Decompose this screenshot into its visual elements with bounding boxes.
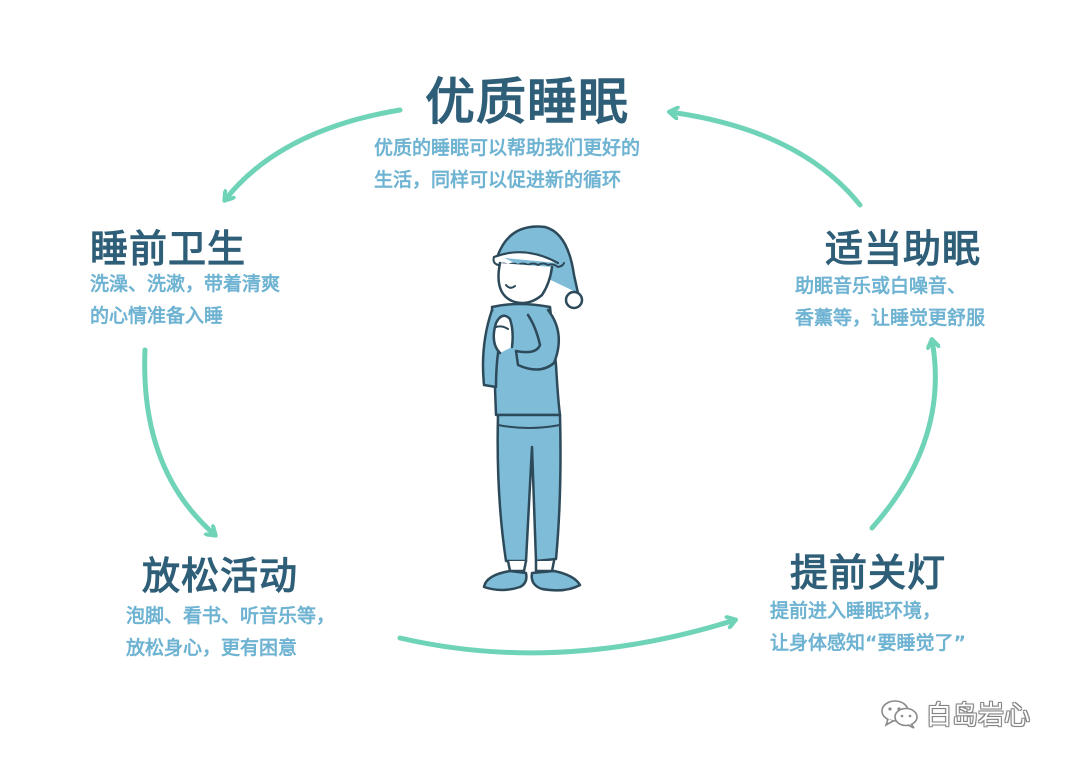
arrow-quality-to-hygiene xyxy=(225,107,403,200)
node-title-quality-sleep: 优质睡眠 xyxy=(425,72,629,131)
desc-line: 的心情准备入睡 xyxy=(90,305,224,327)
desc-line: 让身体感知“要睡觉了” xyxy=(770,632,966,654)
arrow-relax-to-lights xyxy=(397,620,735,656)
watermark: 白岛岩心 xyxy=(880,695,1030,732)
desc-line: 优质的睡眠可以帮助我们更好的 xyxy=(374,137,641,159)
node-title-relax-activities: 放松活动 xyxy=(142,553,299,598)
node-desc-sleep-hygiene: 洗澡、洗漱，带着清爽 的心情准备入睡 xyxy=(90,268,280,332)
node-title-sleep-aids: 适当助眠 xyxy=(825,226,982,271)
wechat-icon xyxy=(881,699,918,729)
desc-line: 助眠音乐或白噪音、 xyxy=(795,275,967,297)
thinking-person-in-nightcap-icon xyxy=(481,225,584,592)
arrow-hygiene-to-relax xyxy=(142,347,215,535)
node-desc-relax-activities: 泡脚、看书、听音乐等， 放松身心，更有困意 xyxy=(126,600,335,664)
desc-line: 泡脚、看书、听音乐等， xyxy=(126,605,336,627)
node-title-lights-off: 提前关灯 xyxy=(790,550,947,595)
desc-line: 香薰等，让睡觉更舒服 xyxy=(795,307,986,329)
desc-line: 洗澡、洗漱，带着清爽 xyxy=(90,273,281,295)
node-title-sleep-hygiene: 睡前卫生 xyxy=(90,226,247,271)
arrow-aids-to-quality xyxy=(670,112,863,208)
watermark-text: 白岛岩心 xyxy=(926,701,1031,731)
node-desc-sleep-aids: 助眠音乐或白噪音、 香薰等，让睡觉更舒服 xyxy=(795,270,985,334)
node-desc-quality-sleep: 优质的睡眠可以帮助我们更好的 生活，同样可以促进新的循环 xyxy=(374,132,640,196)
arrow-lights-to-aids xyxy=(869,340,935,531)
desc-line: 生活，同样可以促进新的循环 xyxy=(374,169,622,191)
desc-line: 放松身心，更有困意 xyxy=(126,637,298,659)
node-desc-lights-off: 提前进入睡眠环境， 让身体感知“要睡觉了” xyxy=(770,595,966,659)
desc-line: 提前进入睡眠环境， xyxy=(770,600,942,622)
